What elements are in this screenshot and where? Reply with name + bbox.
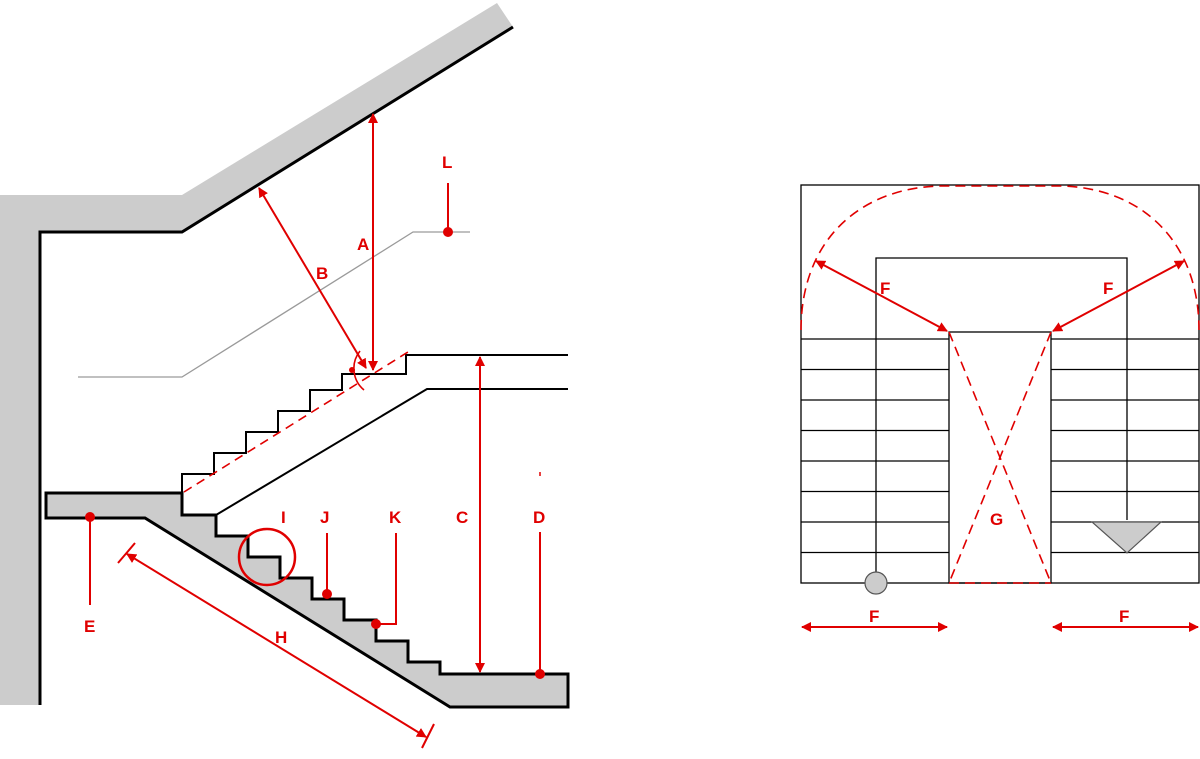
- dimension-h: [126, 553, 427, 738]
- upper-flight-steps: [181, 354, 568, 493]
- dimension-f-upper-left: [815, 260, 948, 332]
- leader-e-dot: [85, 512, 95, 522]
- pitch-line: [183, 351, 409, 493]
- label-j: J: [320, 508, 329, 527]
- label-h: H: [275, 628, 287, 647]
- detail-circle-i: [237, 527, 297, 587]
- label-a: A: [357, 235, 369, 254]
- left-wall: [0, 195, 40, 705]
- label-d: D: [533, 508, 545, 527]
- label-f-lower-left: F: [869, 607, 879, 626]
- left-flight-treads: [801, 338, 949, 554]
- label-f-upper-right: F: [1103, 279, 1113, 298]
- right-angle-dot: [349, 367, 355, 373]
- dimension-b: [258, 187, 367, 369]
- ceiling-line: [38, 25, 514, 705]
- label-f-lower-right: F: [1119, 607, 1129, 626]
- label-i: I: [281, 508, 286, 527]
- label-g: G: [990, 510, 1003, 529]
- label-f-upper-left: F: [880, 279, 890, 298]
- start-marker-circle: [864, 571, 888, 595]
- leader-d-dot: [535, 669, 545, 679]
- end-marker-triangle: [1090, 521, 1163, 554]
- lower-flight-slab: [44, 491, 570, 709]
- label-e: E: [84, 617, 95, 636]
- dimension-h-tick-end: [421, 723, 435, 749]
- label-c: C: [456, 508, 468, 527]
- label-b: B: [316, 264, 328, 283]
- well-diagonal-2: [948, 331, 1052, 584]
- right-flight-treads: [1051, 338, 1199, 554]
- upper-slab: [0, 3, 513, 232]
- label-l: L: [442, 153, 452, 172]
- dimension-h-tick-start: [117, 542, 136, 564]
- label-k: K: [389, 508, 402, 527]
- upper-flight-soffit: [215, 388, 568, 516]
- section-view: A B C D E H I J K L: [0, 3, 570, 749]
- leader-j-dot: [322, 589, 332, 599]
- leader-l-dot: [443, 227, 453, 237]
- plan-view: F F F F G: [800, 184, 1200, 632]
- leader-k: [376, 533, 397, 625]
- dimension-f-upper-right: [1052, 260, 1185, 332]
- leader-k-dot: [371, 619, 381, 629]
- plan-inner-u: [875, 257, 1128, 583]
